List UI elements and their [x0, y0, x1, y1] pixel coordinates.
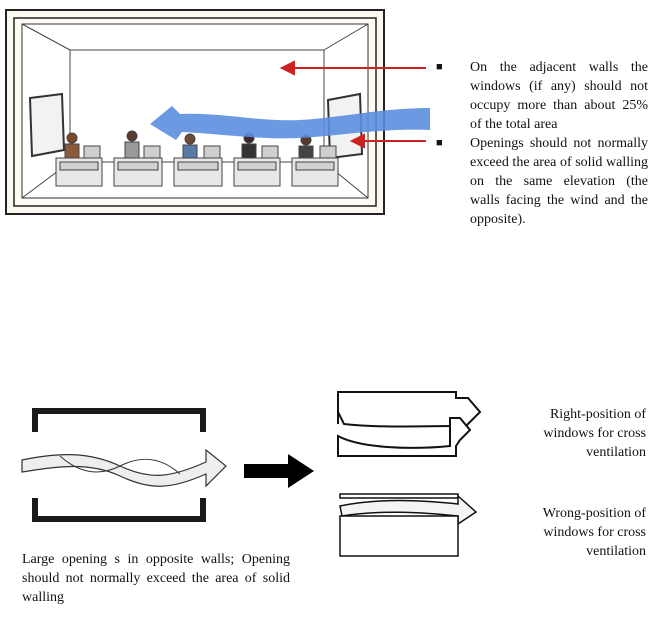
right-position-diagram — [338, 392, 480, 456]
left-window — [30, 94, 64, 156]
bullet-icon: ■ — [436, 58, 443, 77]
transition-arrow — [244, 454, 314, 488]
wrong-position-diagram — [340, 494, 476, 556]
plan-wall-top — [32, 408, 206, 432]
plan-wall-bottom — [32, 498, 206, 522]
room-illustration — [6, 10, 430, 214]
airflow-arrow — [22, 450, 226, 486]
large-openings-plan — [22, 408, 226, 522]
bullet-icon: ■ — [436, 134, 443, 153]
guideline-text: Openings should not normally exceed the … — [470, 136, 648, 227]
guideline-text: On the adjacent walls the windows (if an… — [470, 60, 648, 132]
caption-right-position: Right-position of windows for cross vent… — [506, 405, 646, 462]
ventilation-guidelines: ■ On the adjacent walls the windows (if … — [436, 58, 648, 229]
guideline-item: ■ Openings should not normally exceed th… — [436, 134, 648, 229]
caption-wrong-position: Wrong-position of windows for cross vent… — [506, 504, 646, 561]
caption-large-openings: Large opening s in opposite walls; Openi… — [22, 550, 290, 607]
guideline-item: ■ On the adjacent walls the windows (if … — [436, 58, 648, 134]
